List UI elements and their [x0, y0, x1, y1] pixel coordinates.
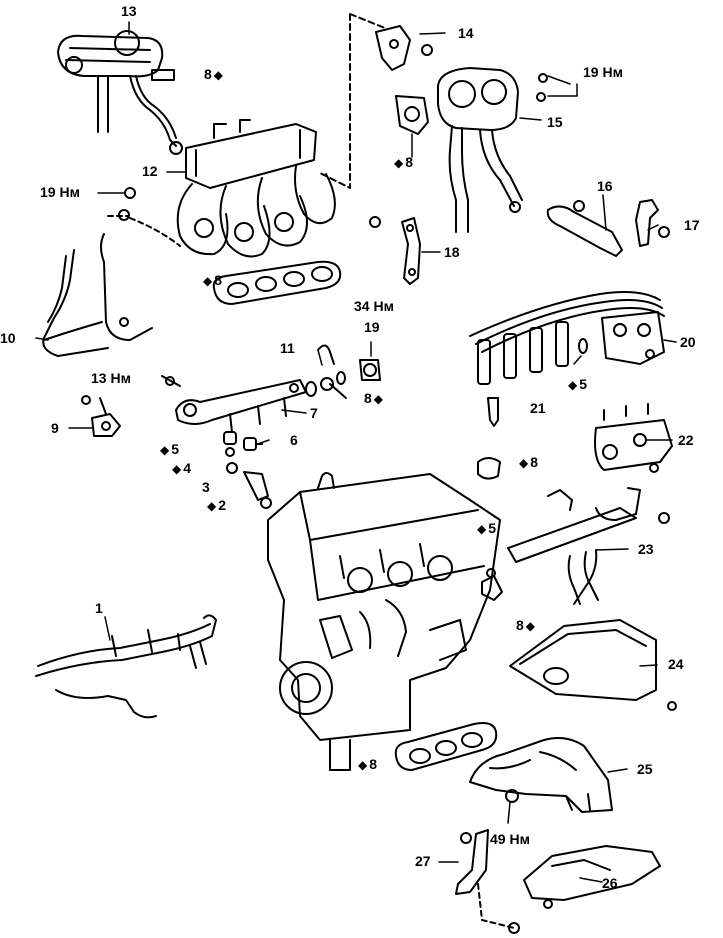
callout-5-b: ◆5 [160, 441, 180, 457]
callout-8-f: 8◆ [516, 617, 536, 633]
part-6-insulator-b [243, 437, 257, 451]
callout-4: ◆4 [172, 460, 192, 476]
guide-line-14 [317, 13, 386, 189]
callout-25: 25 [637, 761, 653, 777]
callout-21: 21 [530, 400, 546, 416]
part-1-harness [35, 614, 217, 719]
part-25-exhaust-manifold [469, 737, 613, 813]
callout-8-b: ◆8 [394, 154, 414, 170]
part-23-rail-hoses [507, 487, 670, 605]
torque-49nm: 49 Нм [490, 831, 530, 847]
callout-1: 1 [95, 600, 103, 616]
callout-26: 26 [602, 875, 618, 891]
bolt-19nm-b [118, 209, 130, 221]
part-3-injector [243, 471, 269, 501]
callout-18: 18 [444, 244, 460, 260]
guide-line-19nm [107, 215, 181, 247]
callout-24: 24 [668, 656, 684, 672]
torque-19nm-b: 19 Нм [40, 184, 80, 200]
callout-8-g: ◆8 [358, 756, 378, 772]
part-11-clip [317, 344, 335, 391]
callout-9: 9 [51, 420, 59, 436]
torque-34nm: 34 Нм [354, 298, 394, 314]
callout-2: ◆2 [207, 497, 227, 513]
callout-3: 3 [202, 479, 210, 495]
callout-23: 23 [638, 541, 654, 557]
callout-6: 6 [290, 432, 298, 448]
part-16-bracket [546, 200, 623, 257]
bolt-19nm-a [124, 187, 136, 199]
leader-8-sensor [329, 383, 347, 399]
callout-7: 7 [310, 405, 318, 421]
part-20-ignition-leads [469, 291, 665, 385]
part-7-fuel-rail [175, 379, 307, 433]
callout-19: 19 [364, 319, 380, 335]
bolt-13nm-head [165, 376, 175, 386]
part-19-sensor [359, 359, 381, 381]
part-18-bracket [369, 216, 421, 285]
callout-27: 27 [415, 853, 431, 869]
part-14-bracket [375, 25, 433, 71]
part-17-bracket [635, 199, 670, 247]
part-6-insulator-a [223, 431, 237, 445]
part-22-fuel-distributor [477, 403, 673, 480]
callout-20: 20 [680, 334, 696, 350]
torque-19nm-a: 19 Нм [583, 64, 623, 80]
seal-8-fuel-rail [305, 381, 317, 397]
callout-8-d: 8◆ [364, 390, 384, 406]
part-5-o-ring [225, 447, 235, 457]
part-12-intake-manifold [176, 119, 336, 258]
part-27-bracket [455, 829, 520, 934]
callout-16: 16 [597, 178, 613, 194]
callout-8-e: ◆8 [519, 454, 539, 470]
bolt-13nm [161, 375, 181, 387]
callout-22: 22 [678, 432, 694, 448]
callout-12: 12 [142, 163, 158, 179]
seal-8-sensor [336, 371, 346, 385]
part-8-gasket-exhaust [394, 722, 498, 771]
part-21-spark-plug [487, 397, 499, 427]
callout-11: 11 [280, 340, 295, 356]
part-15-throttle-body [437, 67, 548, 233]
part-13-assembly [57, 30, 183, 155]
callout-5-a: ◆5 [568, 376, 588, 392]
callout-17: 17 [684, 217, 700, 233]
part-8-gasket-throttle [395, 95, 429, 135]
callout-8-c: ◆8 [203, 272, 223, 288]
part-8-gasket-intake [212, 260, 342, 305]
engine-block [267, 472, 501, 771]
part-10-harness [42, 233, 153, 357]
leader-lines [35, 21, 677, 883]
callout-10: 10 [0, 330, 16, 346]
part-26-heat-shield-lower [523, 845, 661, 909]
torque-13nm: 13 Нм [91, 370, 131, 386]
callout-5-c: ◆5 [477, 520, 497, 536]
part-4-grommet [226, 462, 238, 474]
callout-14: 14 [458, 25, 474, 41]
callout-8-a: 8◆ [204, 66, 224, 82]
callout-15: 15 [547, 114, 563, 130]
part-2-o-ring [260, 497, 272, 509]
callout-13: 13 [121, 3, 137, 19]
part-9-sensor [81, 395, 121, 437]
